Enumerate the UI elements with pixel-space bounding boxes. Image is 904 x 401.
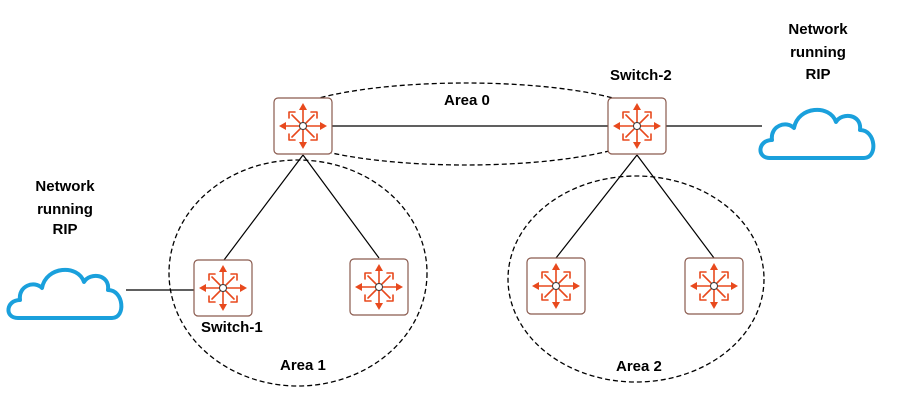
link-abr2-router-a2a <box>555 154 638 259</box>
area-2-label: Area 2 <box>616 358 662 375</box>
abr-router-area0-left-icon <box>273 97 333 155</box>
link-abr2-router-a2b <box>636 154 715 259</box>
link-abr1-router-a1 <box>302 154 380 259</box>
switch-2-icon <box>607 97 667 155</box>
left-cloud-label-line3: RIP <box>52 221 77 238</box>
left-cloud-label-line1: Network <box>35 178 95 195</box>
switch-2-label: Switch-2 <box>610 67 672 84</box>
router-area2-right-icon <box>684 257 744 315</box>
right-cloud-label-line3: RIP <box>805 66 830 83</box>
right-cloud-label-line1: Network <box>788 21 848 38</box>
link-abr1-switch1 <box>223 154 304 261</box>
left-cloud-icon <box>6 267 124 320</box>
router-area1-icon <box>349 258 409 316</box>
switch-1-icon <box>193 259 253 317</box>
right-cloud-icon <box>758 107 876 160</box>
area-2-boundary <box>507 175 765 383</box>
left-cloud-label-line2: running <box>37 201 93 218</box>
right-cloud-label-line2: running <box>790 44 846 61</box>
switch-1-label: Switch-1 <box>201 319 263 336</box>
area-1-boundary <box>168 159 428 387</box>
area-0-label: Area 0 <box>444 92 490 109</box>
router-area2-left-icon <box>526 257 586 315</box>
area-1-label: Area 1 <box>280 357 326 374</box>
